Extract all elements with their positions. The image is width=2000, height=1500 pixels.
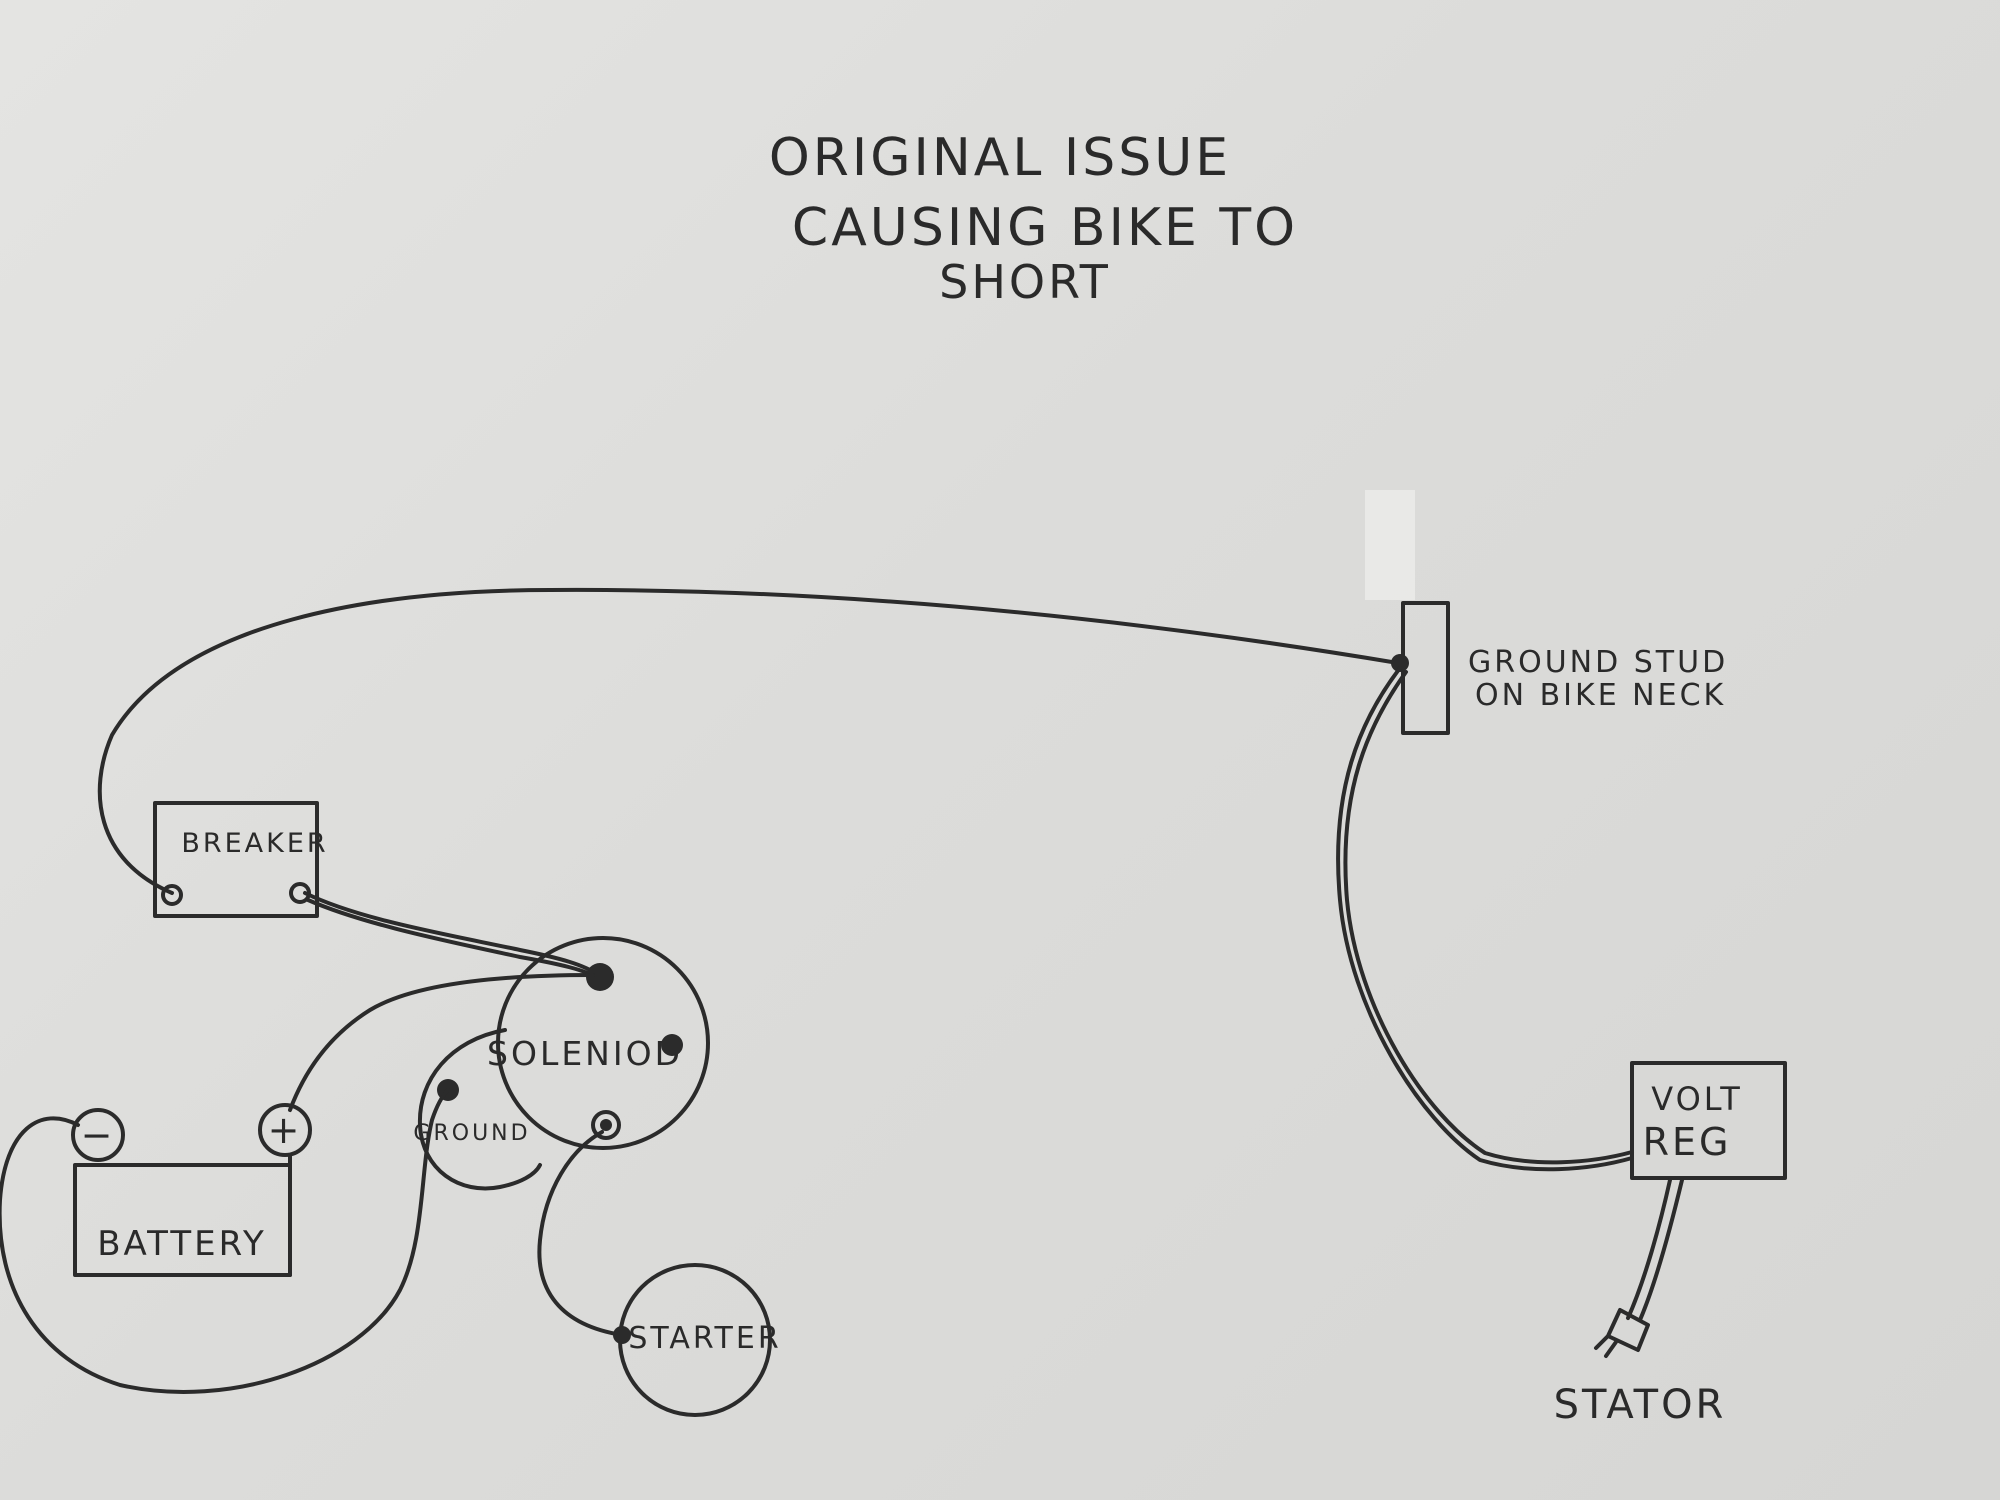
ground-stud-terminal xyxy=(1391,654,1409,672)
tape-mark xyxy=(1365,490,1415,600)
breaker-terminal-left xyxy=(161,884,183,906)
battery-negative-label: − xyxy=(81,1113,116,1157)
wire-breaker-to-solenoid-second xyxy=(306,898,600,980)
stator-label: STATOR xyxy=(1554,1382,1727,1428)
starter-label: STARTER xyxy=(628,1321,781,1356)
stator-connector xyxy=(1594,1308,1650,1358)
wire-volt-reg-to-stator-second xyxy=(1626,1178,1672,1320)
solenoid-terminal-top xyxy=(586,963,614,991)
ground-lobe xyxy=(417,1028,542,1191)
ground-stud xyxy=(1401,601,1450,735)
volt-reg-box xyxy=(1630,1061,1787,1180)
breaker-box xyxy=(153,801,319,918)
solenoid-terminal-bottom xyxy=(591,1110,621,1140)
wire-ground-stud-to-volt-reg xyxy=(1336,666,1634,1172)
wire-solenoid-to-starter xyxy=(537,1130,624,1337)
wire-battery-negative-to-ground xyxy=(0,1088,450,1394)
breaker-label: BREAKER xyxy=(181,828,328,859)
wire-breaker-to-ground-stud xyxy=(97,587,1400,895)
ground-stud-label-line-2: ON BIKE NECK xyxy=(1475,678,1726,713)
battery-positive-terminal xyxy=(258,1103,312,1157)
title-line-1: ORIGINAL ISSUE xyxy=(769,128,1231,188)
battery-negative-terminal xyxy=(71,1108,125,1162)
title-line-3: SHORT xyxy=(939,255,1111,309)
solenoid-terminal-right xyxy=(661,1034,683,1056)
solenoid-body xyxy=(496,936,710,1150)
battery-positive-label: + xyxy=(268,1108,303,1152)
wire-volt-reg-to-stator xyxy=(1638,1178,1684,1322)
ground-stud-label-line-1: GROUND STUD xyxy=(1468,645,1728,680)
solenoid-terminal-bottom-core xyxy=(600,1119,612,1131)
wire-solenoid-to-battery-positive xyxy=(288,973,595,1112)
wire-breaker-to-solenoid xyxy=(303,891,600,977)
solenoid-label: SOLENIOD xyxy=(487,1034,683,1073)
title-line-2: CAUSING BIKE TO xyxy=(792,198,1298,258)
battery-label: BATTERY xyxy=(97,1224,267,1264)
volt-reg-label-line-2: REG xyxy=(1643,1120,1732,1164)
volt-reg-label-line-1: VOLT xyxy=(1651,1080,1742,1118)
wire-ground-stud-to-volt-reg-second xyxy=(1343,670,1634,1165)
starter-terminal xyxy=(613,1326,631,1344)
